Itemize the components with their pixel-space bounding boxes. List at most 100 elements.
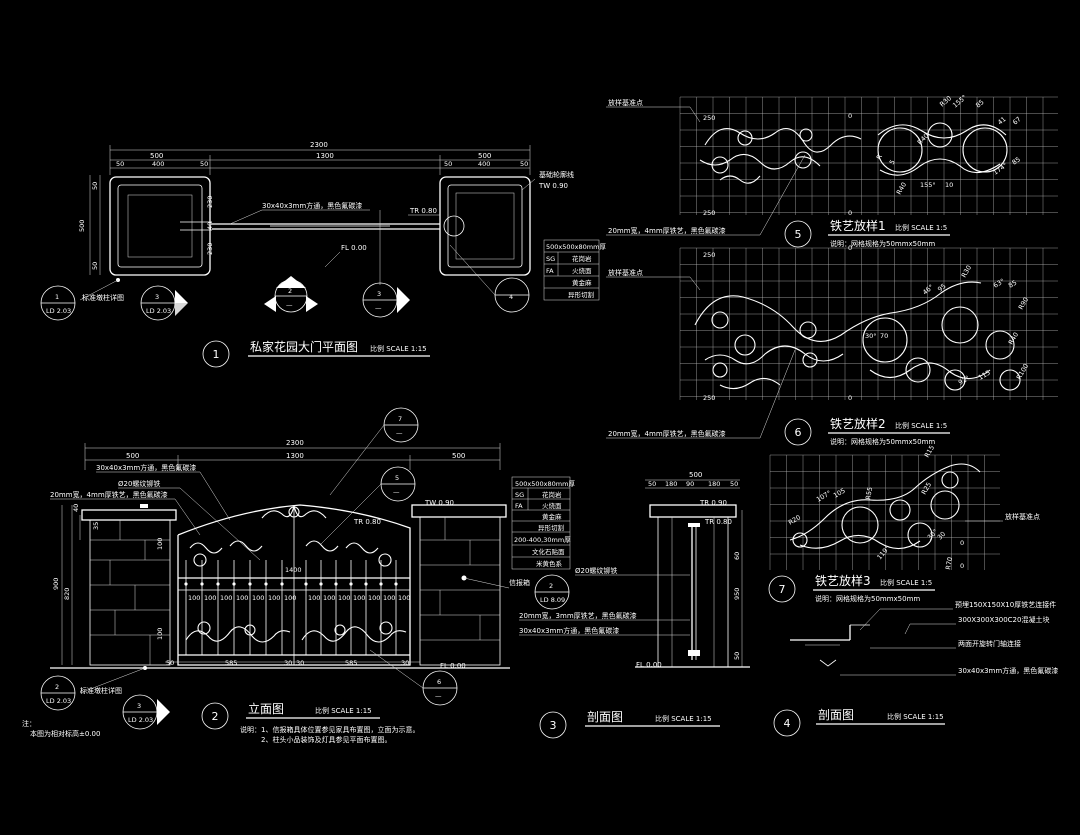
sec3-dim-d180: 180 [708,480,720,488]
gate-bar-rivet [232,582,236,586]
sec3-label-fl: FL 0.00 [636,661,662,669]
gate-bar-rivet [280,582,284,586]
pat1-dim-2: 0 [848,112,852,120]
pat3-base-point: 放样基准点 [1005,512,1040,521]
elev-marker-ld809: 2 LD 8.09 [534,574,570,610]
pat2-dim-1: 250 [703,394,715,402]
plan-dim-r50a: 50 [444,160,452,168]
elev-marker-7-top: 7 [398,415,402,423]
elev-dim-overall: 2300 [286,439,304,447]
pat1-dim-10: 5 [888,158,897,166]
plan-label-tr: TR 0.80 [409,207,437,215]
plan-legend-4: 异形切割 [568,290,595,299]
pat2-dim-5: 70 [880,332,888,340]
elev-legend-3: 黄金麻 [542,512,562,521]
plan-view: 2300 500 1300 500 50 400 50 50 400 50 50… [40,141,606,368]
elev-marker-3-top: 3 [137,702,141,710]
elev-marker-3-bottom: LD 2.03 [128,716,153,724]
plan-marker-3b-bottom: — [375,304,382,312]
pat1-dim-3: 0 [848,209,852,217]
elev-dim-right: 500 [452,452,465,460]
sec4-label-3: 30x40x3mm方通，黑色氟碳漆 [958,666,1058,675]
elev-label-tr: TR 0.80 [353,518,381,526]
elev-legend-0: 500x500x80mm厚 [515,480,575,488]
gate-bar-spacing-label: 100 [323,594,335,602]
pat1-dim-9: 67 [1011,115,1022,126]
pat3-dim-9: R70 [944,556,954,570]
elev-marker-ld809-bottom: LD 8.09 [540,596,565,604]
sec3-title-block: 3 剖面图 比例 SCALE 1:15 [539,710,720,739]
plan-label-fl: FL 0.00 [341,244,367,252]
gate-bar-spacing-label: 100 [383,594,395,602]
elev-dim-100a: 100 [156,538,164,550]
sec4-scale: 比例 SCALE 1:15 [887,712,944,721]
gate-bar-spacing-label: 100 [236,594,248,602]
pat1-dim-1: 250 [703,209,715,217]
pat2-note: 说明：网格规格为50mmx50mm [830,437,935,446]
plan-marker-3a-top: 3 [155,293,159,301]
elev-marker-ld809-top: 2 [549,582,553,590]
plan-dim-l50b: 50 [200,160,208,168]
gate-bar-rivet [394,582,398,586]
footnote-text: 本图为相对标高±0.00 [30,729,100,738]
plan-marker-4-top: 4 [509,293,513,301]
elev-marker-6-top: 6 [437,678,441,686]
elev-title-num: 2 [212,710,219,723]
elev-label-tube: 30x40x3mm方通，黑色氟碳漆 [96,463,196,472]
gate-bar-rivet [349,582,353,586]
sec3-dim-e50: 50 [730,480,738,488]
elev-label-detail: 标准墩柱详图 [80,686,122,695]
elev-marker-6-bottom: — [435,692,442,700]
elev-marker-6: 6 — [369,649,458,706]
gate-bar-rivet [200,582,204,586]
elev-marker-7-bottom: — [396,429,403,437]
sec3-dim-b180: 180 [665,480,677,488]
pat3-title: 铁艺放样3 [815,573,871,588]
plan-marker-3a-bottom: LD 2.03 [146,307,171,315]
pat3-dim-10: R55 [864,486,874,500]
gate-bar-rivet [216,582,220,586]
pat3-title-num: 7 [779,583,786,596]
sec3-dim-c90: 90 [686,480,694,488]
sec3-label-tr: TR 0.80 [704,518,732,526]
plan-label-outline: 基础轮廓线 [539,170,574,179]
gate-bar-rivet [248,582,252,586]
sec3-label-rivet: Ø20螺纹铆铁 [575,566,617,575]
plan-title: 私家花园大门平面图 [250,339,358,354]
pattern-1-view: 250 250 0 0 R30 155° 85 R40 41 67 5 R 15… [606,93,1058,248]
plan-legend-1: 花岗岩 [572,254,592,263]
gate-bar-rivet [304,582,308,586]
plan-dim-v50a: 50 [91,182,99,190]
elev-marker-3: 3 LD 2.03 [122,694,170,730]
plan-label-tube: 30x40x3mm方通，黑色氟碳漆 [262,201,362,210]
elev-legend-4: 异形切割 [538,523,565,532]
pat1-dim-16: 85 [1011,155,1022,166]
sec3-dim-a50: 50 [648,480,656,488]
pat2-title: 铁艺放样2 [830,416,886,431]
pat2-base-point: 放样基准点 [608,268,643,277]
gate-bar-spacing-label: 100 [284,594,296,602]
gate-bar-rivet [379,582,383,586]
pat3-dim-0: 0 [960,539,964,547]
plan-legend-1-code: SG [546,255,555,263]
elev-dim-585b: 585 [345,659,357,667]
pat2-dim-0: 250 [703,251,715,259]
sec4-title-num: 4 [784,717,791,730]
gate-bar-rivet [334,582,338,586]
plan-title-block: 1 私家花园大门平面图 比例 SCALE 1:15 [202,339,430,368]
plan-legend-0: 500x500x80mm厚 [546,243,606,251]
pat2-dim-13: 95 [936,282,947,293]
plan-marker-2-bottom: — [286,301,293,309]
elev-marker-5: 5 — [319,466,416,546]
gate-bar-spacing-label: 100 [368,594,380,602]
sec3-scale: 比例 SCALE 1:15 [655,714,712,723]
gate-bar-spacing-label: 100 [308,594,320,602]
elev-scale: 比例 SCALE 1:15 [315,706,372,715]
plan-scale: 比例 SCALE 1:15 [370,344,427,353]
pat3-note: 说明：网格规格为50mmx50mm [815,594,920,603]
elev-dim-35: 35 [92,522,100,530]
plan-legend-2: 火烧面 [572,266,592,275]
elev-label-tw: TW 0.90 [424,499,454,507]
plan-marker-3b-top: 3 [377,290,381,298]
plan-marker-3b: 3 — [362,282,410,318]
